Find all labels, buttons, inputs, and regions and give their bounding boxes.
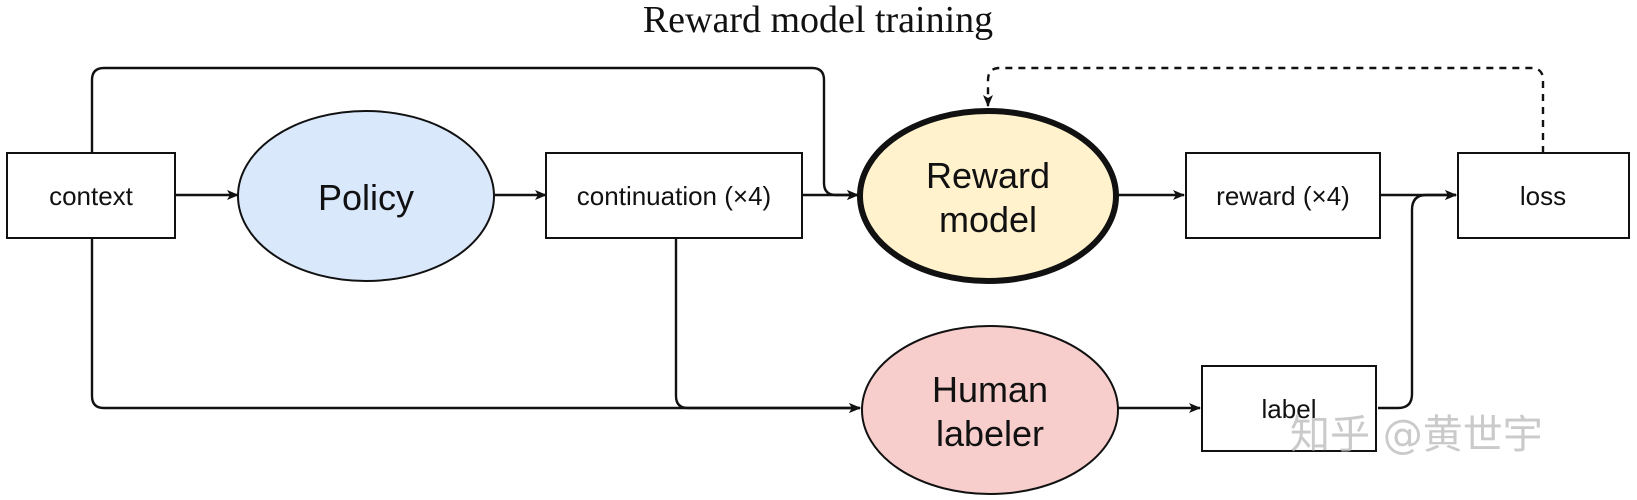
- node-policy: Policy: [237, 110, 495, 282]
- reward-model-label-line1: Reward: [926, 155, 1050, 196]
- context-box: [6, 152, 176, 239]
- human-labeler-ellipse: [861, 325, 1119, 495]
- edge-label-to-loss: [1378, 190, 1457, 410]
- node-context: context: [6, 152, 176, 239]
- watermark-text: 知乎 @黄世宇: [1290, 412, 1543, 458]
- policy-ellipse: [237, 110, 495, 282]
- human-labeler-label-line2: labeler: [936, 413, 1044, 454]
- node-reward: reward (×4): [1185, 152, 1381, 239]
- reward-box: [1185, 152, 1381, 239]
- continuation-label: continuation (×4): [577, 181, 771, 211]
- label-box: [1201, 365, 1377, 452]
- reward-model-ellipse: [857, 108, 1119, 284]
- reward-label: reward (×4): [1216, 181, 1350, 211]
- node-loss: loss: [1457, 152, 1630, 239]
- node-label: label: [1201, 365, 1377, 452]
- edge-loss-feedback-to-reward-model: [983, 66, 1545, 153]
- policy-label: Policy: [318, 177, 414, 218]
- node-reward-model: Reward model: [857, 108, 1119, 284]
- loss-box: [1457, 152, 1630, 239]
- human-labeler-label-line1: Human: [932, 369, 1048, 410]
- edge-context-to-human-labeler: [90, 238, 861, 413]
- node-human-labeler: Human labeler: [861, 325, 1119, 495]
- context-label: context: [49, 181, 134, 211]
- reward-model-label-line2: model: [939, 199, 1037, 240]
- edge-context-over-to-reward-model: [90, 66, 859, 200]
- node-continuation: continuation (×4): [545, 152, 803, 239]
- diagram-title: Reward model training: [643, 0, 993, 41]
- edges: [90, 66, 1545, 413]
- loss-label: loss: [1520, 181, 1566, 211]
- continuation-box: [545, 152, 803, 239]
- edge-continuation-to-human-labeler: [674, 238, 861, 413]
- label-label: label: [1262, 394, 1317, 424]
